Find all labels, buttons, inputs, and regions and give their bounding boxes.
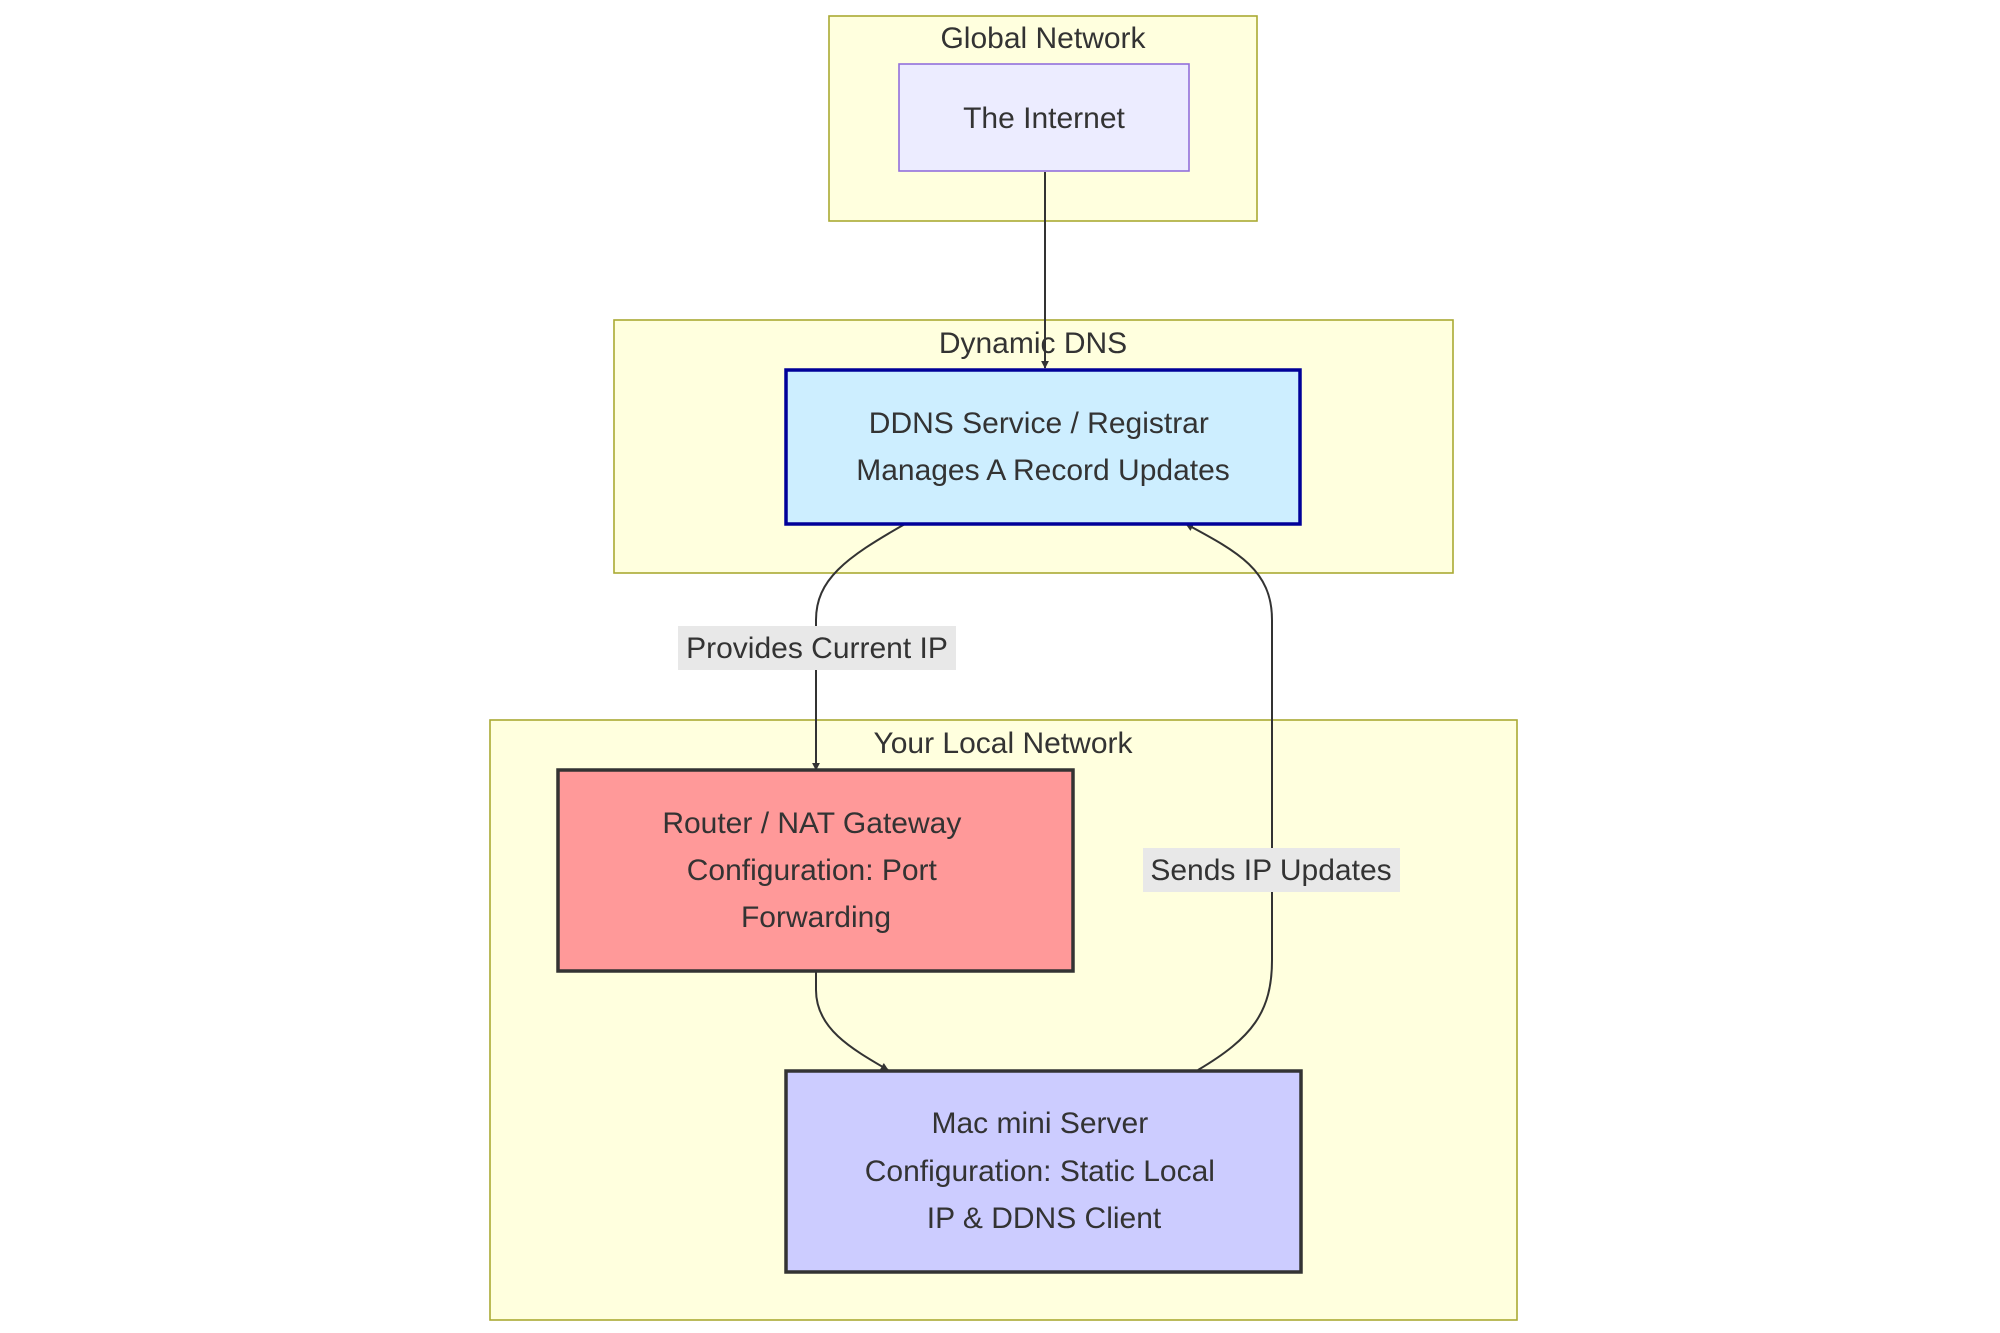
node-ddns-service: DDNS Service / Registrar Manages A Recor… [784, 368, 1302, 526]
edge-mac-to-ddns-line [1185, 523, 1273, 1071]
node-ddns-service-border [784, 368, 1302, 526]
node-mac-mini-server-line-3: IP & DDNS Client [927, 1202, 1162, 1235]
node-mac-mini-server-border [784, 1069, 1303, 1274]
node-router-nat-gateway-line-3: Forwarding [741, 901, 891, 934]
cluster-global-network-label: Global Network [940, 22, 1146, 55]
edge-ddns-to-router-line [812, 523, 906, 771]
edge-ddns-to-router: Provides Current IP [678, 523, 956, 771]
cluster-dynamic-dns-label: Dynamic DNS [939, 327, 1127, 360]
node-router-nat-gateway-box [558, 770, 1073, 971]
edge-label-sends-ip-updates-bg [1143, 848, 1400, 892]
cluster-local-network-label: Your Local Network [873, 727, 1133, 760]
edge-mac-to-ddns: Sends IP Updates [1143, 523, 1400, 1071]
svg-text:DDNS Service / Registrar: DDNS Service / Registrar Manages A Recor… [856, 407, 1230, 487]
node-router-nat-gateway: Router / NAT Gateway Configuration: Port… [556, 768, 1075, 973]
edge-router-to-mac [815, 972, 889, 1071]
node-ddns-service-line-2: Manages A Record Updates [856, 454, 1230, 487]
node-router-nat-gateway-border [556, 768, 1075, 973]
edge-label-sends-ip-updates: Sends IP Updates [1150, 854, 1391, 887]
node-the-internet: The Internet [898, 63, 1190, 172]
node-the-internet-box [899, 64, 1189, 171]
node-mac-mini-server-line-1: Mac mini Server [931, 1107, 1148, 1140]
node-router-nat-gateway-line-1: Router / NAT Gateway [662, 807, 961, 840]
edge-label-provides-current-ip: Provides Current IP [686, 632, 948, 665]
svg-text:Mac mini Server Configur: Mac mini Server Configuration: Static Lo… [865, 1107, 1224, 1235]
svg-text:Router / NAT Gateway Con: Router / NAT Gateway Configuration: Port… [662, 807, 969, 934]
node-mac-mini-server: Mac mini Server Configuration: Static Lo… [784, 1069, 1303, 1274]
node-mac-mini-server-box [786, 1071, 1301, 1272]
node-ddns-service-box [786, 370, 1300, 524]
node-the-internet-line-1: The Internet [963, 102, 1125, 135]
node-mac-mini-server-line-2: Configuration: Static Local [865, 1155, 1215, 1188]
node-the-internet-border [898, 63, 1190, 172]
svg-text:The Internet: The Internet [963, 102, 1125, 135]
edge-label-provides-current-ip-bg [678, 626, 956, 670]
edge-router-to-mac-line [815, 972, 889, 1071]
node-ddns-service-line-1: DDNS Service / Registrar [869, 407, 1209, 440]
node-router-nat-gateway-line-2: Configuration: Port [687, 854, 938, 887]
